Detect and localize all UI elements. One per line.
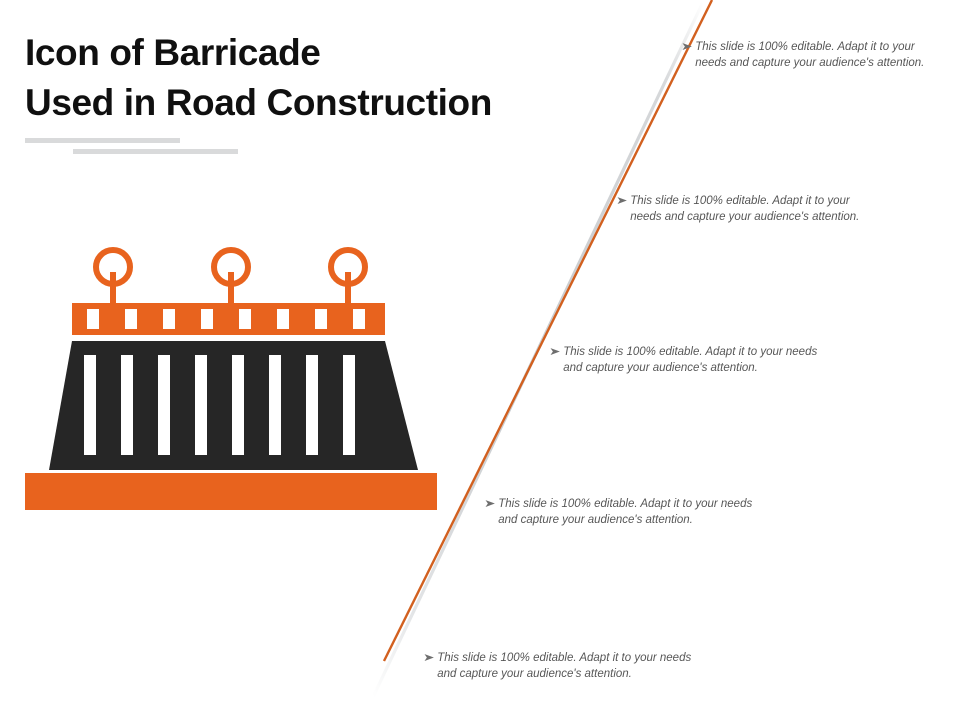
barricade-lamp-group bbox=[93, 247, 368, 307]
top-rail-slot bbox=[201, 309, 213, 329]
bullet-arrow-icon: ➤ bbox=[484, 498, 496, 510]
barricade-body bbox=[49, 341, 418, 470]
top-rail-slot bbox=[125, 309, 137, 329]
top-rail-slot bbox=[163, 309, 175, 329]
body-slot bbox=[195, 355, 207, 455]
body-slot bbox=[306, 355, 318, 455]
lamp-ring-1 bbox=[93, 247, 133, 287]
top-rail-slot bbox=[353, 309, 365, 329]
body-slot bbox=[232, 355, 244, 455]
bullet-arrow-icon: ➤ bbox=[616, 195, 628, 207]
list-item: ➤ This slide is 100% editable. Adapt it … bbox=[549, 345, 821, 376]
list-item: ➤ This slide is 100% editable. Adapt it … bbox=[681, 40, 949, 71]
body-slot bbox=[269, 355, 281, 455]
list-item: ➤ This slide is 100% editable. Adapt it … bbox=[423, 651, 695, 682]
page-title: Icon of Barricade Used in Road Construct… bbox=[25, 28, 605, 128]
list-item-text: This slide is 100% editable. Adapt it to… bbox=[630, 195, 860, 223]
body-slot bbox=[121, 355, 133, 455]
road-construction-barricade-icon bbox=[25, 247, 437, 510]
top-rail-slot bbox=[239, 309, 251, 329]
list-item-text: This slide is 100% editable. Adapt it to… bbox=[437, 652, 692, 680]
bullet-arrow-icon: ➤ bbox=[681, 41, 693, 53]
page-title-line-2: Used in Road Construction bbox=[25, 82, 492, 123]
list-item-text: This slide is 100% editable. Adapt it to… bbox=[563, 346, 818, 374]
title-underline-bar-primary bbox=[25, 138, 180, 143]
top-rail-slot bbox=[315, 309, 327, 329]
title-underline-bar-secondary bbox=[73, 149, 238, 154]
barricade-base-bar bbox=[25, 473, 437, 510]
body-slot bbox=[84, 355, 96, 455]
list-item-text: This slide is 100% editable. Adapt it to… bbox=[498, 498, 753, 526]
body-slot bbox=[158, 355, 170, 455]
page-title-line-1: Icon of Barricade bbox=[25, 32, 321, 73]
list-item: ➤ This slide is 100% editable. Adapt it … bbox=[616, 194, 884, 225]
top-rail-slot bbox=[87, 309, 99, 329]
barricade-top-rail bbox=[72, 303, 385, 335]
list-item-text: This slide is 100% editable. Adapt it to… bbox=[695, 41, 925, 69]
lamp-ring-2 bbox=[211, 247, 251, 287]
top-rail-slot bbox=[277, 309, 289, 329]
lamp-ring-3 bbox=[328, 247, 368, 287]
bullet-arrow-icon: ➤ bbox=[423, 652, 435, 664]
list-item: ➤ This slide is 100% editable. Adapt it … bbox=[484, 497, 756, 528]
bullet-arrow-icon: ➤ bbox=[549, 346, 561, 358]
body-slot bbox=[343, 355, 355, 455]
